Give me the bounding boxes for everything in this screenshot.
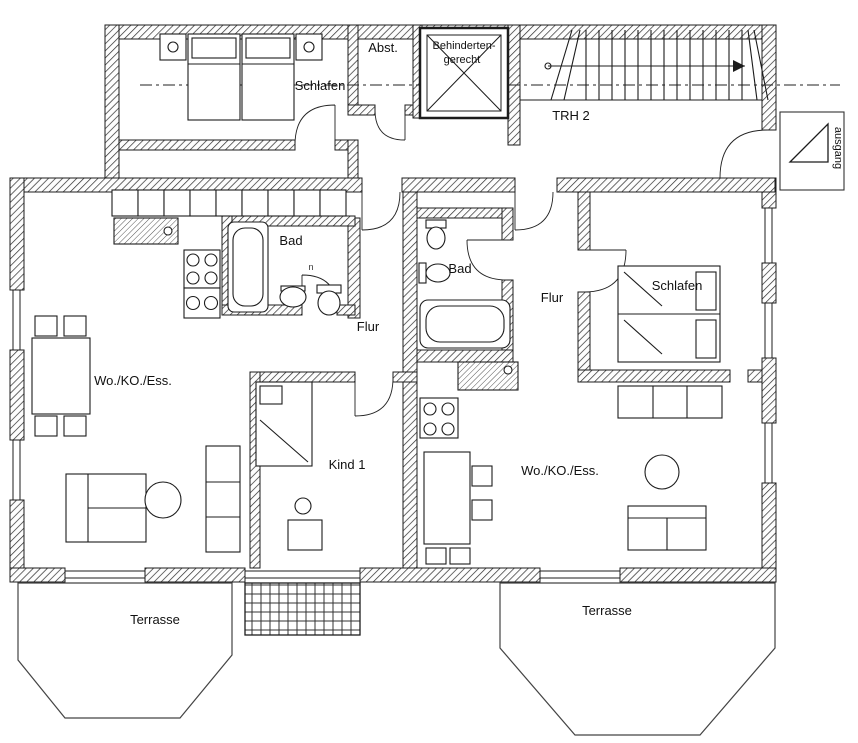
bathroom-right-fixtures xyxy=(418,219,511,349)
kitchen-left xyxy=(111,189,347,319)
room-label-living-right: Wo./KO./Ess. xyxy=(521,463,599,478)
room-labels: Abst. Behinderten- gerecht Schlafen TRH … xyxy=(94,40,844,627)
exit-arrow-icon xyxy=(788,122,829,163)
stove xyxy=(183,249,221,289)
faucet xyxy=(163,226,173,236)
exit-marker xyxy=(779,111,845,191)
living-right-furniture xyxy=(627,454,707,551)
round-table xyxy=(144,481,182,519)
windows xyxy=(10,207,776,582)
chair xyxy=(471,465,493,487)
room-label-bad-right: Bad xyxy=(448,261,471,276)
stove xyxy=(419,397,459,439)
room-label-flur-right: Flur xyxy=(541,290,564,305)
staircase xyxy=(520,29,769,101)
pillow xyxy=(259,385,283,405)
label-ausgang: ausgang xyxy=(832,127,844,169)
elevator xyxy=(418,26,510,120)
chair xyxy=(63,415,87,437)
room-label-living-left: Wo./KO./Ess. xyxy=(94,373,172,388)
living-left-furniture xyxy=(31,315,241,553)
wardrobe xyxy=(205,445,241,553)
terrace-left-outline xyxy=(17,582,233,719)
toilet xyxy=(426,226,446,250)
pillow xyxy=(245,37,291,59)
chair xyxy=(34,415,58,437)
room-label-kind1: Kind 1 xyxy=(329,457,366,472)
pillow xyxy=(191,37,237,59)
bedroom-top-furniture xyxy=(159,33,323,121)
round-table xyxy=(644,454,680,490)
washbasin xyxy=(279,286,307,308)
bathtub xyxy=(419,299,511,349)
bathtub xyxy=(227,221,269,313)
dining-table xyxy=(31,337,91,415)
label-terrasse-left: Terrasse xyxy=(130,612,180,627)
room-label-schlafen-right: Schlafen xyxy=(652,278,703,293)
terrace-right-outline xyxy=(499,582,776,736)
desk xyxy=(287,519,323,551)
pillow xyxy=(695,319,717,359)
dining-table xyxy=(423,451,471,545)
room-label-abst: Abst. xyxy=(368,40,398,55)
toilet xyxy=(317,290,341,316)
label-note-n: n xyxy=(308,262,313,272)
chair xyxy=(294,497,312,515)
chair xyxy=(63,315,87,337)
washbasin xyxy=(425,263,451,283)
room-label-accessible-2: gerecht xyxy=(444,54,481,66)
room-label-flur-left: Flur xyxy=(357,319,380,334)
chair xyxy=(425,547,447,565)
chair xyxy=(449,547,471,565)
stair-direction-arrow xyxy=(733,60,745,72)
sideboard xyxy=(617,385,723,419)
doors xyxy=(294,104,769,417)
grate xyxy=(244,582,361,636)
bathroom-left-fixtures xyxy=(227,221,342,316)
room-label-bad-left: Bad xyxy=(279,233,302,248)
kind1-furniture xyxy=(255,381,323,551)
label-terrasse-right: Terrasse xyxy=(582,603,632,618)
elevator-cross-icon xyxy=(426,34,502,112)
chair xyxy=(34,315,58,337)
pillow xyxy=(695,271,717,311)
faucet xyxy=(503,365,513,375)
room-label-accessible-1: Behinderten- xyxy=(433,40,496,52)
room-label-schlafen-top: Schlafen xyxy=(295,78,346,93)
terraces xyxy=(17,582,776,736)
chair xyxy=(471,499,493,521)
bedroom-right-furniture xyxy=(617,265,723,419)
room-label-trh2: TRH 2 xyxy=(552,108,590,123)
kitchen-right xyxy=(419,361,519,565)
